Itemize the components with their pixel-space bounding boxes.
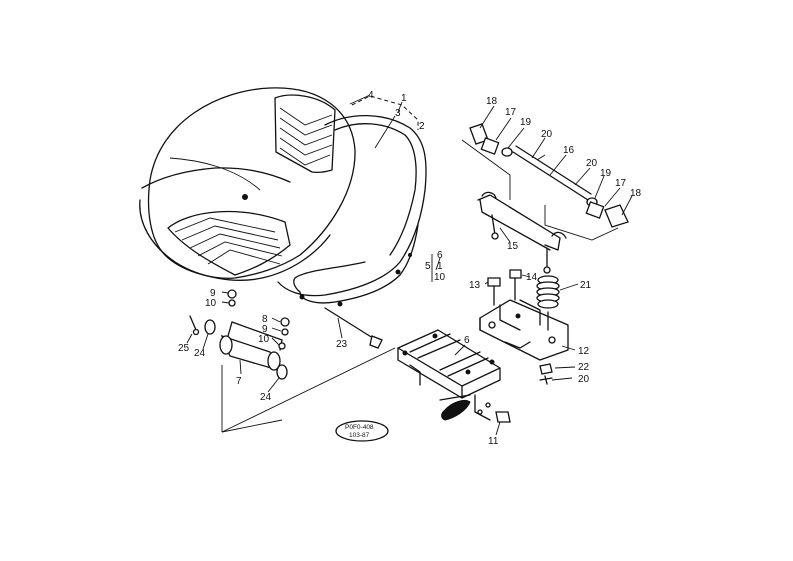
label-10-c: 10 xyxy=(258,334,270,345)
label-20-b: 20 xyxy=(586,158,598,169)
label-18-b: 18 xyxy=(630,188,642,199)
leaders-top xyxy=(349,94,419,149)
label-14: 14 xyxy=(526,272,538,283)
label-7: 7 xyxy=(236,376,242,387)
label-10-b: 10 xyxy=(205,298,217,309)
label-21: 21 xyxy=(580,280,592,291)
stamp-line-2: 103-87 xyxy=(349,432,370,439)
label-6-a: 6 xyxy=(437,250,443,261)
leader-lines xyxy=(186,105,633,436)
seat-pan xyxy=(277,114,427,307)
label-19: 19 xyxy=(520,117,532,128)
label-25: 25 xyxy=(178,343,190,354)
shaft-assembly xyxy=(461,123,629,274)
stamp-line-1: P0F0-408 xyxy=(345,424,374,431)
seat-button xyxy=(242,194,248,200)
label-13: 13 xyxy=(469,280,481,291)
label-23: 23 xyxy=(336,339,348,350)
label-1: 1 xyxy=(401,93,407,104)
pivot-tube xyxy=(189,289,396,433)
label-20: 20 xyxy=(541,129,553,140)
drawing-stamp: P0F0-408 103-87 xyxy=(335,420,389,442)
slide-rail xyxy=(397,329,511,423)
label-1-b: 1 xyxy=(437,261,443,272)
bushing-17-left xyxy=(480,137,500,155)
label-16: 16 xyxy=(563,145,575,156)
label-17: 17 xyxy=(505,107,517,118)
label-24-a: 24 xyxy=(194,348,206,359)
label-17-b: 17 xyxy=(615,178,627,189)
label-6-b: 6 xyxy=(464,335,470,346)
label-9-a: 9 xyxy=(210,288,216,299)
label-8: 8 xyxy=(262,314,268,325)
label-22: 22 xyxy=(578,362,590,373)
release-lever-handle xyxy=(441,399,471,421)
label-3: 3 xyxy=(395,108,401,119)
label-18: 18 xyxy=(486,96,498,107)
bracket-assembly xyxy=(479,269,569,361)
label-24-b: 24 xyxy=(260,392,272,403)
label-10-a: 10 xyxy=(434,272,446,283)
small-parts xyxy=(539,363,553,385)
part-labels: 1 4 3 2 18 17 19 20 16 20 19 17 18 15 6 … xyxy=(178,90,642,447)
spring-21 xyxy=(536,275,560,309)
seat-cushion xyxy=(139,87,356,281)
label-15: 15 xyxy=(507,241,519,252)
label-11: 11 xyxy=(488,436,499,447)
label-20-c: 20 xyxy=(578,374,590,385)
bushing-17-right xyxy=(585,201,605,219)
label-2: 2 xyxy=(419,121,425,132)
label-12: 12 xyxy=(578,346,590,357)
label-5: 5 xyxy=(425,261,431,272)
label-19-b: 19 xyxy=(600,168,612,179)
label-9-b: 9 xyxy=(262,324,268,335)
label-4: 4 xyxy=(368,90,374,101)
